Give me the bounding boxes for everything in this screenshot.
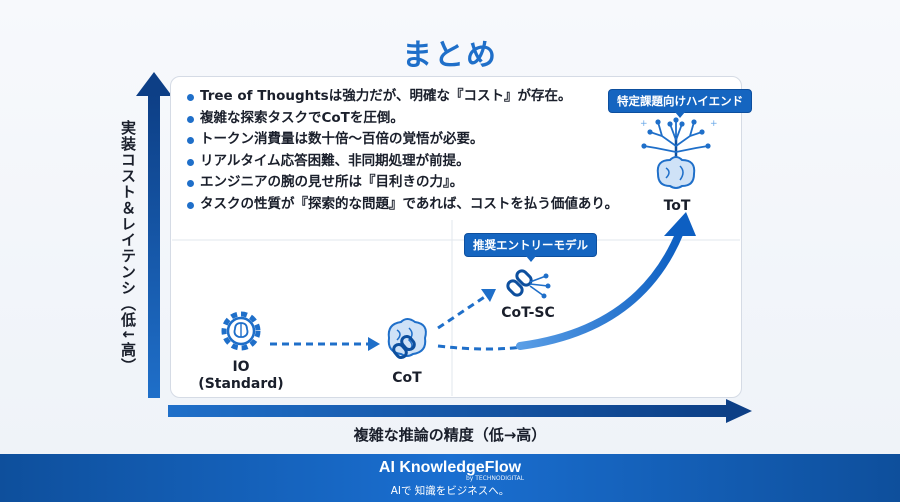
tot-label: ToT (663, 198, 691, 214)
io-label: IO (Standard) (196, 359, 286, 393)
list-item: エンジニアの腕の見せ所は『目利きの力』。 (184, 172, 644, 194)
arrow-cot-cotsc-head (481, 289, 496, 302)
page-title: まとめ (402, 38, 498, 73)
svg-text:+: + (710, 119, 718, 129)
footer-banner: AI KnowledgeFlow by TECHNODIGITAL AIで 知識… (0, 454, 900, 502)
list-item: トークン消費量は数十倍～百倍の覚悟が必要。 (184, 129, 644, 151)
arrow-io-cot-head (368, 337, 380, 351)
footer-brand: AI KnowledgeFlow (378, 459, 522, 476)
arrow-cot-tot-dashed (437, 344, 531, 351)
list-item: Tree of Thoughtsは強力だが、明確な『コスト』が存在。 (184, 86, 644, 108)
summary-list: Tree of Thoughtsは強力だが、明確な『コスト』が存在。 複雑な探索… (184, 86, 644, 215)
chain-branch-icon (506, 269, 551, 299)
io-label-line2: (Standard) (198, 376, 284, 392)
gear-brain-icon (221, 311, 261, 351)
arrow-cot-tot (516, 228, 684, 350)
high-end-tag: 特定課題向けハイエンド (608, 89, 753, 118)
list-item: 複雑な探索タスクでCoTを圧倒。 (184, 108, 644, 130)
x-axis (168, 405, 728, 417)
list-item: リアルタイム応答困難、非同期処理が前提。 (184, 151, 644, 173)
list-item: タスクの性質が『探索的な問題』であれば、コストを払う価値あり。 (184, 194, 644, 216)
svg-text:+: + (640, 119, 648, 129)
x-axis-arrowhead (726, 399, 752, 423)
x-axis-label: 複雑な推論の精度（低→高） (353, 426, 547, 444)
io-label-line1: IO (232, 359, 250, 375)
brain-tree-icon: + + (640, 117, 718, 189)
arrow-cot-cotsc (437, 294, 487, 330)
content-panel (170, 76, 742, 398)
footer-by: by TECHNODIGITAL (465, 475, 525, 482)
y-axis-label: 実装コスト＆レイテンシ（低↓高） (119, 120, 137, 374)
brain-chain-icon (387, 318, 427, 360)
y-axis (148, 94, 160, 398)
cot-label: CoT (392, 370, 422, 386)
arrow-cot-tot-head (664, 212, 696, 236)
footer-tagline: AIで 知識をビジネスへ。 (390, 485, 510, 497)
recommended-entry-tag: 推奨エントリーモデル (464, 233, 597, 262)
y-axis-arrowhead (136, 72, 172, 96)
cotsc-label: CoT-SC (501, 305, 555, 321)
